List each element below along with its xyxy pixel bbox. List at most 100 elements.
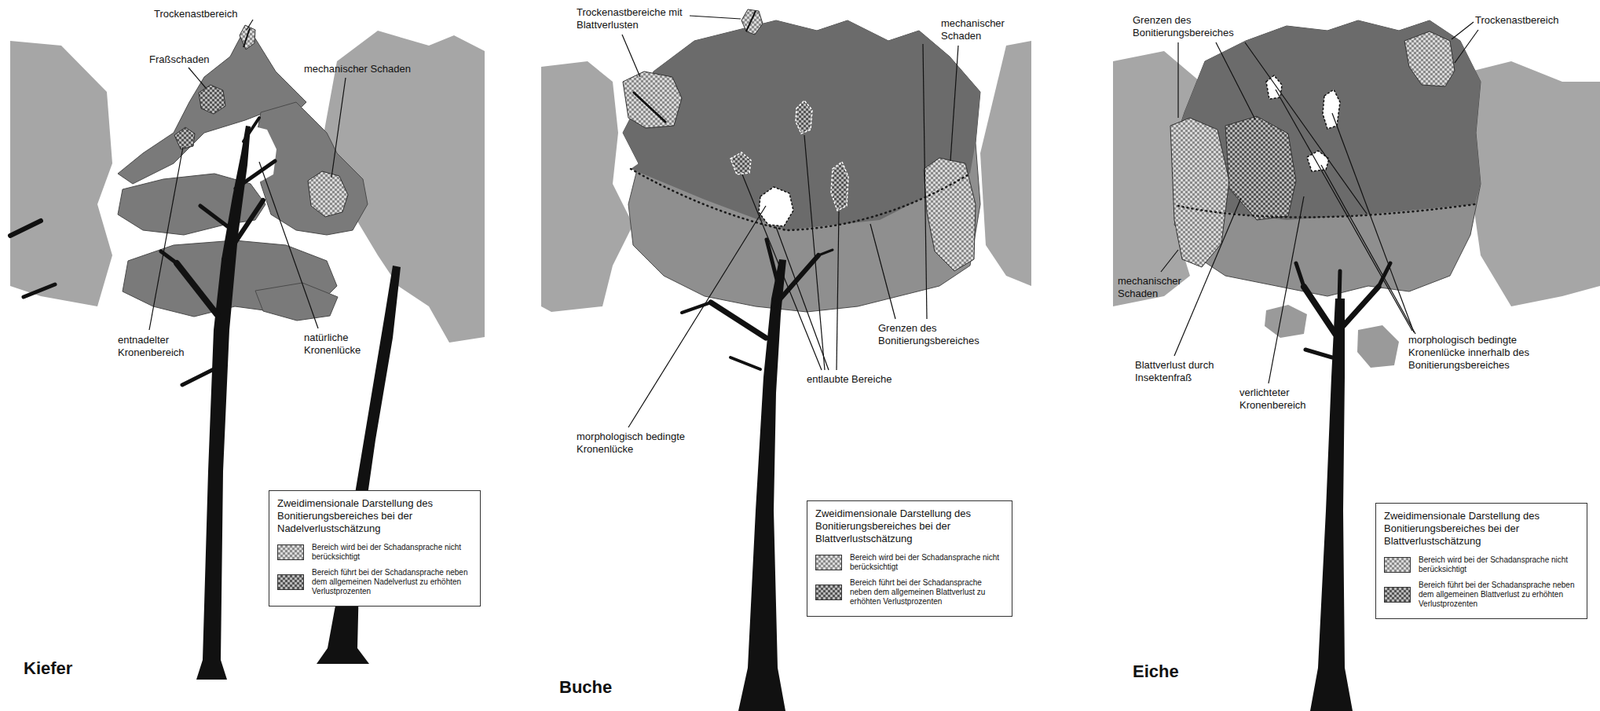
branch bbox=[681, 302, 711, 313]
neighbor-crown bbox=[980, 40, 1032, 286]
branch bbox=[1339, 270, 1341, 303]
leader-lines bbox=[622, 15, 959, 428]
callout-label: mechanischer Schaden bbox=[303, 62, 446, 76]
leader-line bbox=[331, 77, 346, 178]
branch bbox=[176, 263, 217, 315]
leader-line bbox=[259, 161, 319, 329]
callout-label: Blattverlust durch Insektenfraß bbox=[1135, 358, 1234, 385]
crown-gap bbox=[758, 186, 794, 227]
callout-label: entnadelter Kronenbereich bbox=[117, 333, 205, 359]
branch bbox=[730, 357, 761, 370]
leader-line bbox=[628, 205, 766, 428]
branch bbox=[1343, 286, 1379, 326]
branch bbox=[23, 284, 55, 297]
legend-text: Bereich wird bei der Schadansprache nich… bbox=[1418, 555, 1579, 575]
legend-heading: Zweidimensionale Darstellung des Bonitie… bbox=[277, 497, 473, 535]
callout-label: Trockenastbereich bbox=[1475, 14, 1593, 27]
leader-line bbox=[622, 34, 641, 77]
damage-patch bbox=[307, 171, 348, 217]
callout-label: Trockenastbereiche mit Blattverlusten bbox=[576, 6, 687, 32]
tree-trunk bbox=[196, 125, 251, 680]
legend-swatch bbox=[277, 574, 304, 590]
callout-label: morphologisch bedingte Kronenlücke bbox=[576, 430, 707, 456]
leader-line bbox=[1321, 164, 1416, 334]
legend-swatch bbox=[277, 544, 304, 561]
legend-swatch bbox=[815, 554, 843, 571]
panel-title: Buche bbox=[559, 677, 612, 698]
leader-line bbox=[922, 43, 927, 319]
leader-line bbox=[1454, 29, 1479, 63]
dead-twig bbox=[746, 10, 756, 32]
leader-line bbox=[1174, 197, 1242, 356]
legend-box: Zweidimensionale Darstellung des Bonitie… bbox=[1375, 502, 1588, 619]
damage-patch bbox=[741, 9, 763, 35]
legend-box: Zweidimensionale Darstellung des Bonitie… bbox=[268, 490, 481, 607]
legend-entry: Bereich führt bei der Schadansprache neb… bbox=[277, 567, 473, 597]
crown-gap bbox=[1266, 75, 1282, 99]
leader-line bbox=[188, 67, 206, 88]
defoliated-patch bbox=[831, 161, 849, 211]
damage-patch bbox=[174, 127, 195, 150]
legend-heading: Zweidimensionale Darstellung des Bonitie… bbox=[1383, 509, 1579, 548]
neighbor-crown bbox=[541, 61, 634, 312]
leader-line bbox=[1215, 42, 1256, 120]
pine-panel bbox=[10, 19, 485, 680]
legend-text: Bereich führt bei der Schadansprache neb… bbox=[311, 567, 473, 597]
tree-crown bbox=[622, 20, 981, 312]
legend-text: Bereich führt bei der Schadansprache neb… bbox=[849, 578, 1004, 607]
neighbor-crown bbox=[1357, 325, 1399, 368]
leader-line bbox=[870, 223, 896, 319]
callout-label: mechanischer Schaden bbox=[940, 17, 1020, 43]
leader-line bbox=[1160, 249, 1179, 272]
legend-entry: Bereich führt bei der Schadansprache neb… bbox=[1383, 580, 1579, 609]
damage-patch bbox=[622, 71, 682, 129]
neighbor-crown bbox=[10, 40, 113, 307]
branch bbox=[243, 117, 260, 142]
leader-line bbox=[776, 227, 829, 370]
branch bbox=[1303, 286, 1336, 334]
damage-patch bbox=[1225, 116, 1297, 220]
assessment-boundary bbox=[1178, 204, 1476, 218]
leader-lines bbox=[1160, 21, 1479, 384]
legend-text: Bereich wird bei der Schadansprache nich… bbox=[311, 542, 473, 562]
leader-line bbox=[742, 174, 822, 370]
crown-gap bbox=[1322, 89, 1341, 129]
defoliated-patch bbox=[795, 100, 813, 134]
tree-crown bbox=[255, 282, 338, 321]
legend-entry: Bereich führt bei der Schadansprache neb… bbox=[815, 578, 1004, 607]
branch bbox=[818, 249, 833, 256]
branch bbox=[200, 205, 230, 228]
dead-twig bbox=[633, 91, 667, 123]
damage-patch bbox=[1170, 117, 1230, 268]
legend-swatch bbox=[1383, 556, 1411, 573]
branches bbox=[1296, 263, 1391, 358]
leader-line bbox=[1177, 42, 1179, 118]
legend-box: Zweidimensionale Darstellung des Bonitie… bbox=[806, 500, 1013, 617]
neighbor-crown bbox=[1470, 61, 1600, 307]
leader-line bbox=[1275, 89, 1413, 331]
panel-title: Eiche bbox=[1132, 661, 1179, 682]
tree-trunk bbox=[1310, 298, 1353, 711]
branch bbox=[710, 302, 766, 338]
branch bbox=[223, 200, 264, 260]
callout-label: natürliche Kronenlücke bbox=[303, 331, 379, 357]
branch bbox=[235, 161, 275, 189]
leader-line bbox=[1244, 42, 1367, 214]
panel-title: Kiefer bbox=[23, 658, 73, 679]
legend-text: Bereich führt bei der Schadansprache neb… bbox=[1418, 580, 1579, 609]
legend-entry: Bereich wird bei der Schadansprache nich… bbox=[1383, 555, 1579, 575]
legend-heading: Zweidimensionale Darstellung des Bonitie… bbox=[815, 507, 1004, 546]
leader-line bbox=[1451, 21, 1474, 40]
damage-patch bbox=[1404, 31, 1455, 87]
callout-label: Grenzen des Bonitierungsbereiches bbox=[1132, 14, 1263, 40]
legend-text: Bereich wird bei der Schadansprache nich… bbox=[849, 552, 1004, 572]
callout-label: morphologisch bedingte Kronenlücke inner… bbox=[1408, 333, 1554, 372]
legend-entry: Bereich wird bei der Schadansprache nich… bbox=[815, 552, 1004, 572]
neighbor-crown bbox=[1264, 304, 1308, 338]
leader-line bbox=[950, 45, 959, 162]
legend-entry: Bereich wird bei der Schadansprache nich… bbox=[277, 542, 473, 562]
callout-label: mechanischer Schaden bbox=[1117, 274, 1193, 301]
